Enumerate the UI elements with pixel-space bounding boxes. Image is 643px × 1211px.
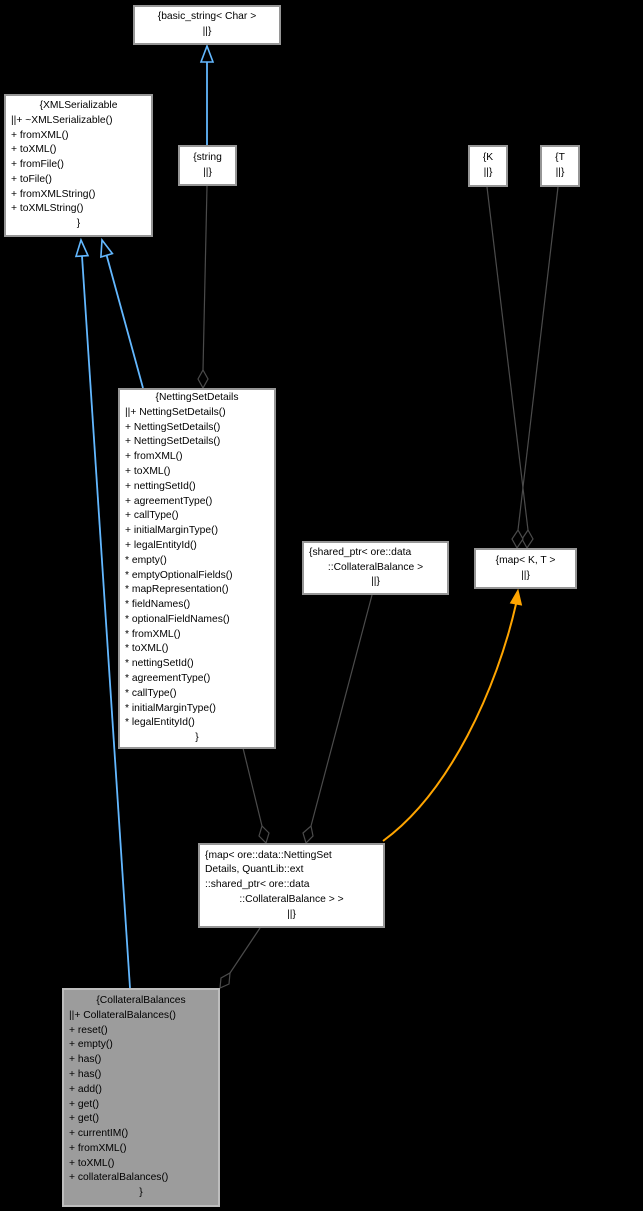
node-line: + add() — [69, 1083, 102, 1095]
node-netting-set-details[interactable]: {NettingSetDetails ||+ NettingSetDetails(… — [118, 388, 276, 749]
node-line: * toXML() — [125, 643, 169, 655]
node-line: + toXMLString() — [11, 203, 84, 215]
node-line: * agreementType() — [125, 673, 211, 685]
node-line: {CollateralBalances — [96, 994, 186, 1006]
node-line: + fromXML() — [69, 1142, 127, 1154]
node-line: ||} — [521, 569, 530, 581]
node-line: {K — [482, 152, 494, 164]
node-line: ||} — [203, 166, 212, 178]
node-shared-ptr-collateral-balance[interactable]: {shared_ptr< ore::data::CollateralBalanc… — [302, 541, 449, 595]
node-line: {NettingSetDetails — [155, 391, 239, 403]
node-collateral-balances: {CollateralBalances ||+ CollateralBalance… — [62, 988, 220, 1207]
node-line: + fromFile() — [11, 159, 64, 171]
node-line: + get() — [69, 1113, 100, 1125]
node-line: + get() — [69, 1098, 100, 1110]
node-line: * empty() — [125, 554, 167, 566]
node-line: ||+ NettingSetDetails() — [125, 406, 226, 418]
node-line: ||+ ~XMLSerializable() — [11, 114, 113, 126]
node-line: ||} — [287, 908, 296, 920]
node-line: * emptyOptionalFields() — [125, 569, 233, 581]
node-line: * nettingSetId() — [125, 658, 194, 670]
node-line: + toXML() — [69, 1157, 115, 1169]
node-line: + agreementType() — [125, 495, 213, 507]
node-line: } — [76, 218, 81, 230]
node-line: + currentIM() — [69, 1128, 129, 1140]
node-line: + initialMarginType() — [125, 525, 218, 537]
node-line: {T — [555, 152, 565, 164]
node-line: ||} — [202, 26, 212, 37]
node-line: + collateralBalances() — [69, 1172, 169, 1184]
edge-inheritance-nettingsetdetails-xmlserializable — [100, 237, 144, 389]
node-line: {map< K, T > — [495, 554, 556, 566]
node-line: ||} — [371, 576, 380, 588]
node-line: * fieldNames() — [125, 599, 191, 611]
node-line: {string — [193, 151, 222, 163]
node-line: + empty() — [69, 1039, 113, 1051]
node-line: {shared_ptr< ore::data — [309, 546, 412, 558]
node-line: + reset() — [69, 1024, 108, 1036]
node-k[interactable]: {K ||} — [468, 145, 508, 187]
edge-aggregation-k-mapkt — [486, 186, 534, 550]
node-line: ||} — [483, 167, 493, 178]
node-line: {map< ore::data::NettingSet — [205, 849, 332, 861]
node-line: + nettingSetId() — [125, 480, 196, 492]
edge-aggregation-sharedptr-map — [302, 594, 373, 845]
node-line: * callType() — [125, 687, 177, 699]
node-line: } — [195, 732, 199, 744]
node-line: + has() — [69, 1054, 102, 1066]
node-line: ::shared_ptr< ore::data — [205, 879, 310, 891]
node-line: + has() — [69, 1068, 102, 1080]
node-line: {basic_string< Char > — [157, 11, 257, 23]
edge-aggregation-t-mapkt — [511, 186, 559, 550]
node-line: + fromXML() — [125, 451, 183, 463]
node-line: + toFile() — [11, 173, 52, 185]
node-line: + callType() — [125, 510, 179, 522]
node-line: } — [139, 1187, 143, 1199]
node-line: ::CollateralBalance > > — [239, 893, 344, 905]
node-map-k-t[interactable]: {map< K, T > ||} — [474, 548, 577, 589]
node-xml-serializable[interactable]: {XMLSerializable ||+ ~XMLSerializable() + … — [4, 94, 153, 237]
node-line: + toXML() — [125, 465, 171, 477]
edge-aggregation-string-nettingsetdetails — [197, 185, 209, 390]
node-line: + fromXML() — [11, 129, 69, 141]
node-line: {XMLSerializable — [39, 99, 118, 111]
node-line: + NettingSetDetails() — [125, 421, 221, 433]
edge-inheritance-string-basicstring — [199, 43, 215, 145]
node-line: * legalEntityId() — [125, 717, 195, 729]
node-line: * mapRepresentation() — [125, 584, 229, 596]
node-line: Details, QuantLib::ext — [205, 864, 304, 876]
node-line: * fromXML() — [125, 628, 181, 640]
node-line: ::CollateralBalance > — [327, 561, 424, 573]
edge-aggregation-map-collateralbalances — [219, 927, 261, 989]
edge-aggregation-nettingsetdetails-map — [242, 747, 270, 845]
edge-inheritance-collateralbalances-xmlserializable — [74, 237, 131, 989]
node-t[interactable]: {T ||} — [540, 145, 580, 187]
node-line: ||+ CollateralBalances() — [69, 1009, 176, 1021]
node-line: * optionalFieldNames() — [125, 613, 230, 625]
node-line: + NettingSetDetails() — [125, 436, 221, 448]
edge-template-map-mapkt — [382, 588, 523, 842]
node-line: * initialMarginType() — [125, 702, 216, 714]
node-line: ||} — [555, 167, 565, 178]
node-line: + legalEntityId() — [125, 539, 197, 551]
node-line: + toXML() — [11, 144, 57, 156]
node-string[interactable]: {string ||} — [178, 145, 237, 186]
node-basic-string-char[interactable]: {basic_string< Char > ||} — [133, 5, 281, 45]
node-line: + fromXMLString() — [11, 188, 96, 200]
